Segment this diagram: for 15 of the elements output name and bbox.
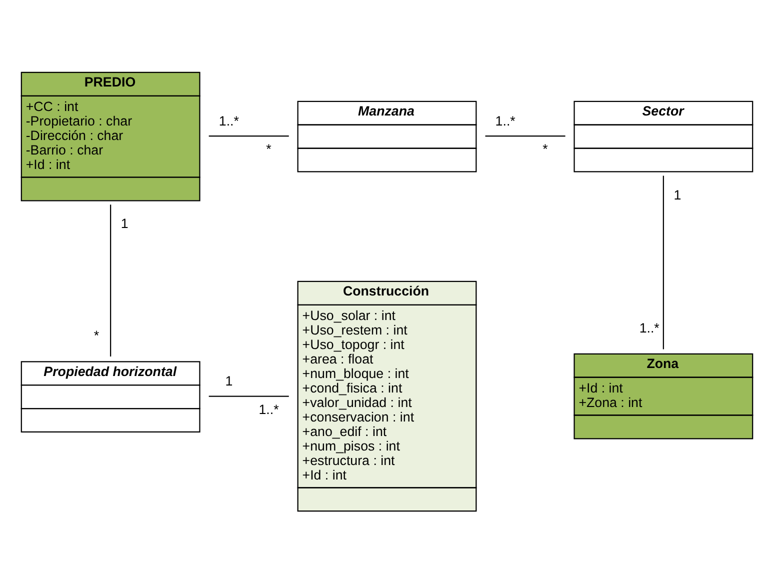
label: 1..*: [495, 112, 516, 128]
label: 1: [120, 216, 128, 231]
connector: [208, 134, 289, 136]
label: *: [542, 141, 548, 156]
label: *: [266, 141, 272, 156]
label: 1..*: [639, 320, 660, 336]
label: 1: [674, 186, 682, 202]
connector: [110, 204, 112, 356]
connector: [662, 175, 664, 349]
label: *: [94, 327, 100, 342]
label: 1: [225, 373, 233, 388]
connector: [208, 395, 289, 396]
label: 1..*: [218, 112, 239, 128]
connector: [485, 134, 566, 136]
label: 1..*: [258, 401, 279, 416]
